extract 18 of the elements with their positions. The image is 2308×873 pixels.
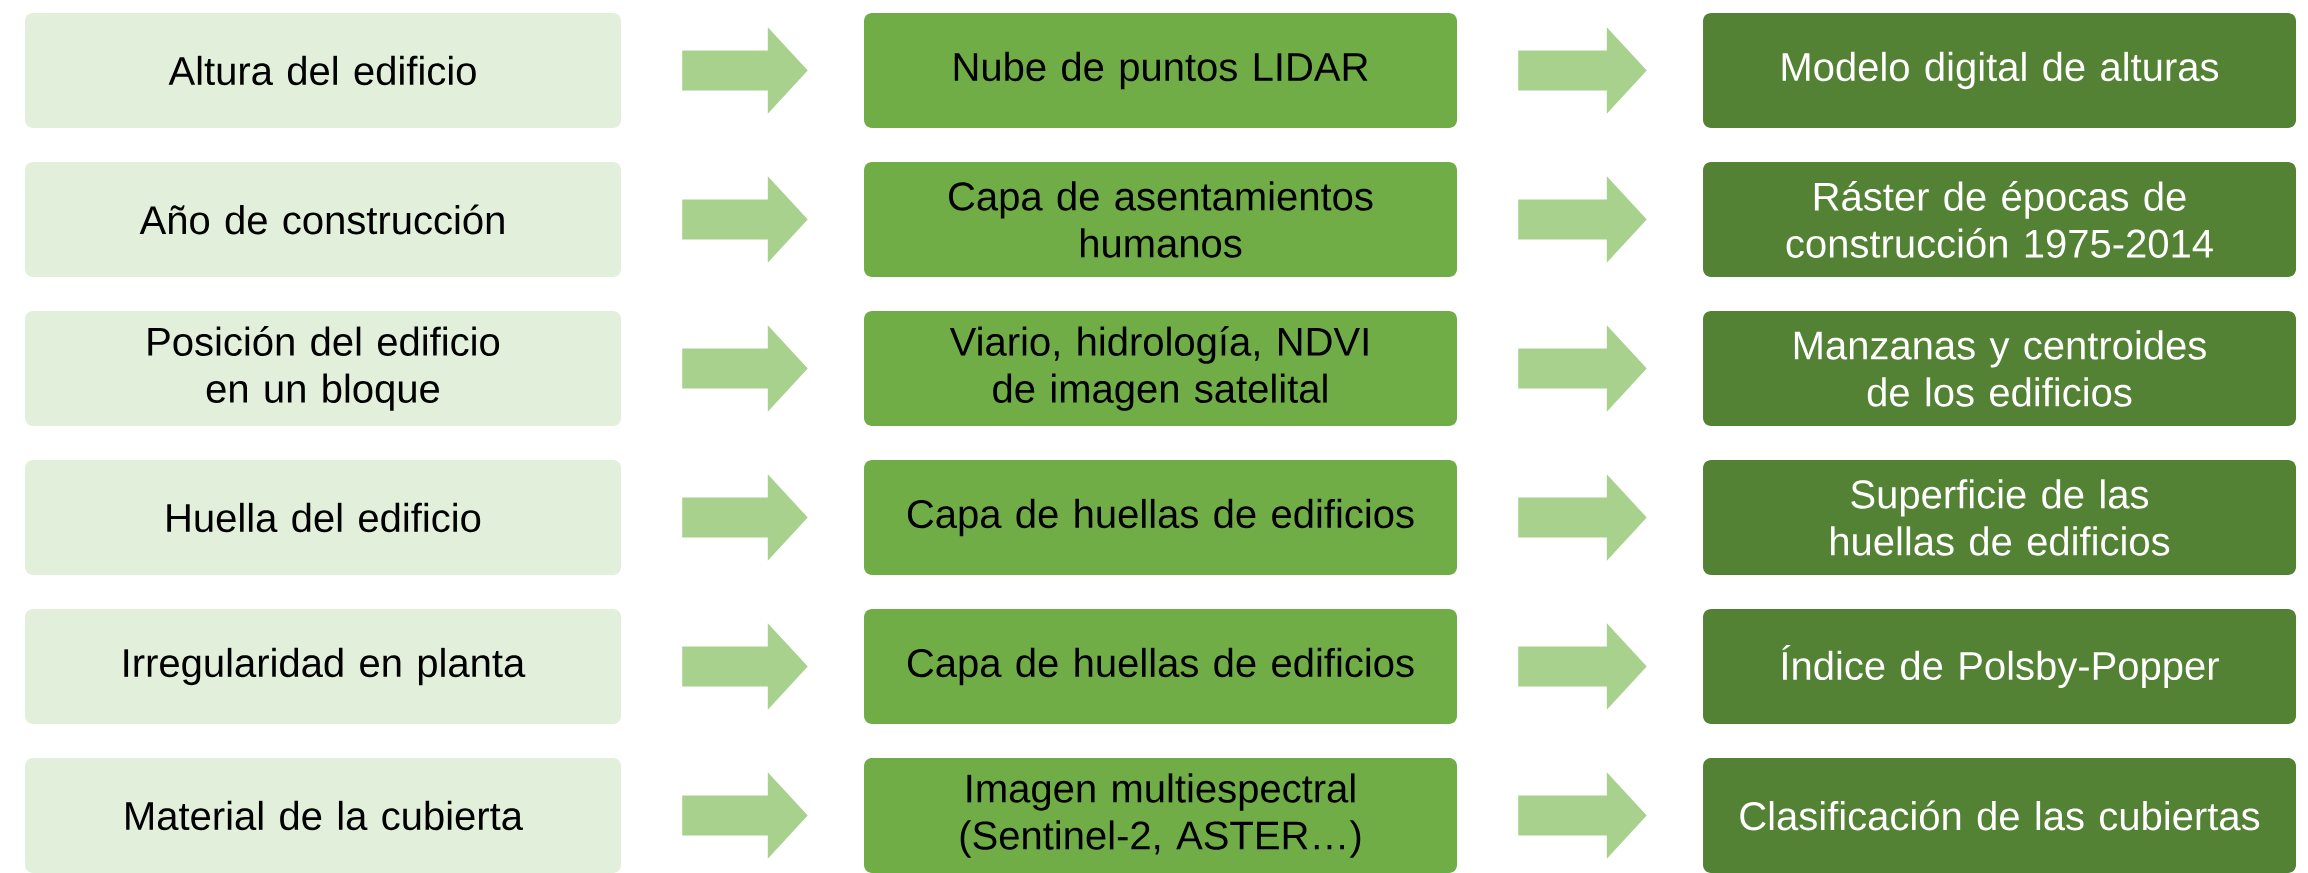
attribute-box: Altura del edificio [25,13,621,128]
attribute-box: Huella del edificio [25,460,621,575]
source-box: Capa de huellas de edificios [864,609,1457,724]
result-box: Modelo digital de alturas [1703,13,2297,128]
source-box: Capa de asentamientos humanos [864,162,1457,277]
attribute-box: Año de construcción [25,162,621,277]
attribute-box: Irregularidad en planta [25,609,621,724]
result-box: Superficie de las huellas de edificios [1703,460,2297,575]
attribute-box: Material de la cubierta [25,758,621,873]
attribute-box: Posición del edificio en un bloque [25,311,621,426]
result-box: Ráster de épocas de construcción 1975-2014 [1703,162,2297,277]
result-box: Manzanas y centroides de los edificios [1703,311,2297,426]
source-box: Capa de huellas de edificios [864,460,1457,575]
source-box: Imagen multiespectral (Sentinel-2, ASTER…) [864,758,1457,873]
result-box: Clasificación de las cubiertas [1703,758,2297,873]
result-box: Índice de Polsby-Popper [1703,609,2297,724]
source-box: Nube de puntos LIDAR [864,13,1457,128]
source-box: Viario, hidrología, NDVI de imagen satelital [864,311,1457,426]
